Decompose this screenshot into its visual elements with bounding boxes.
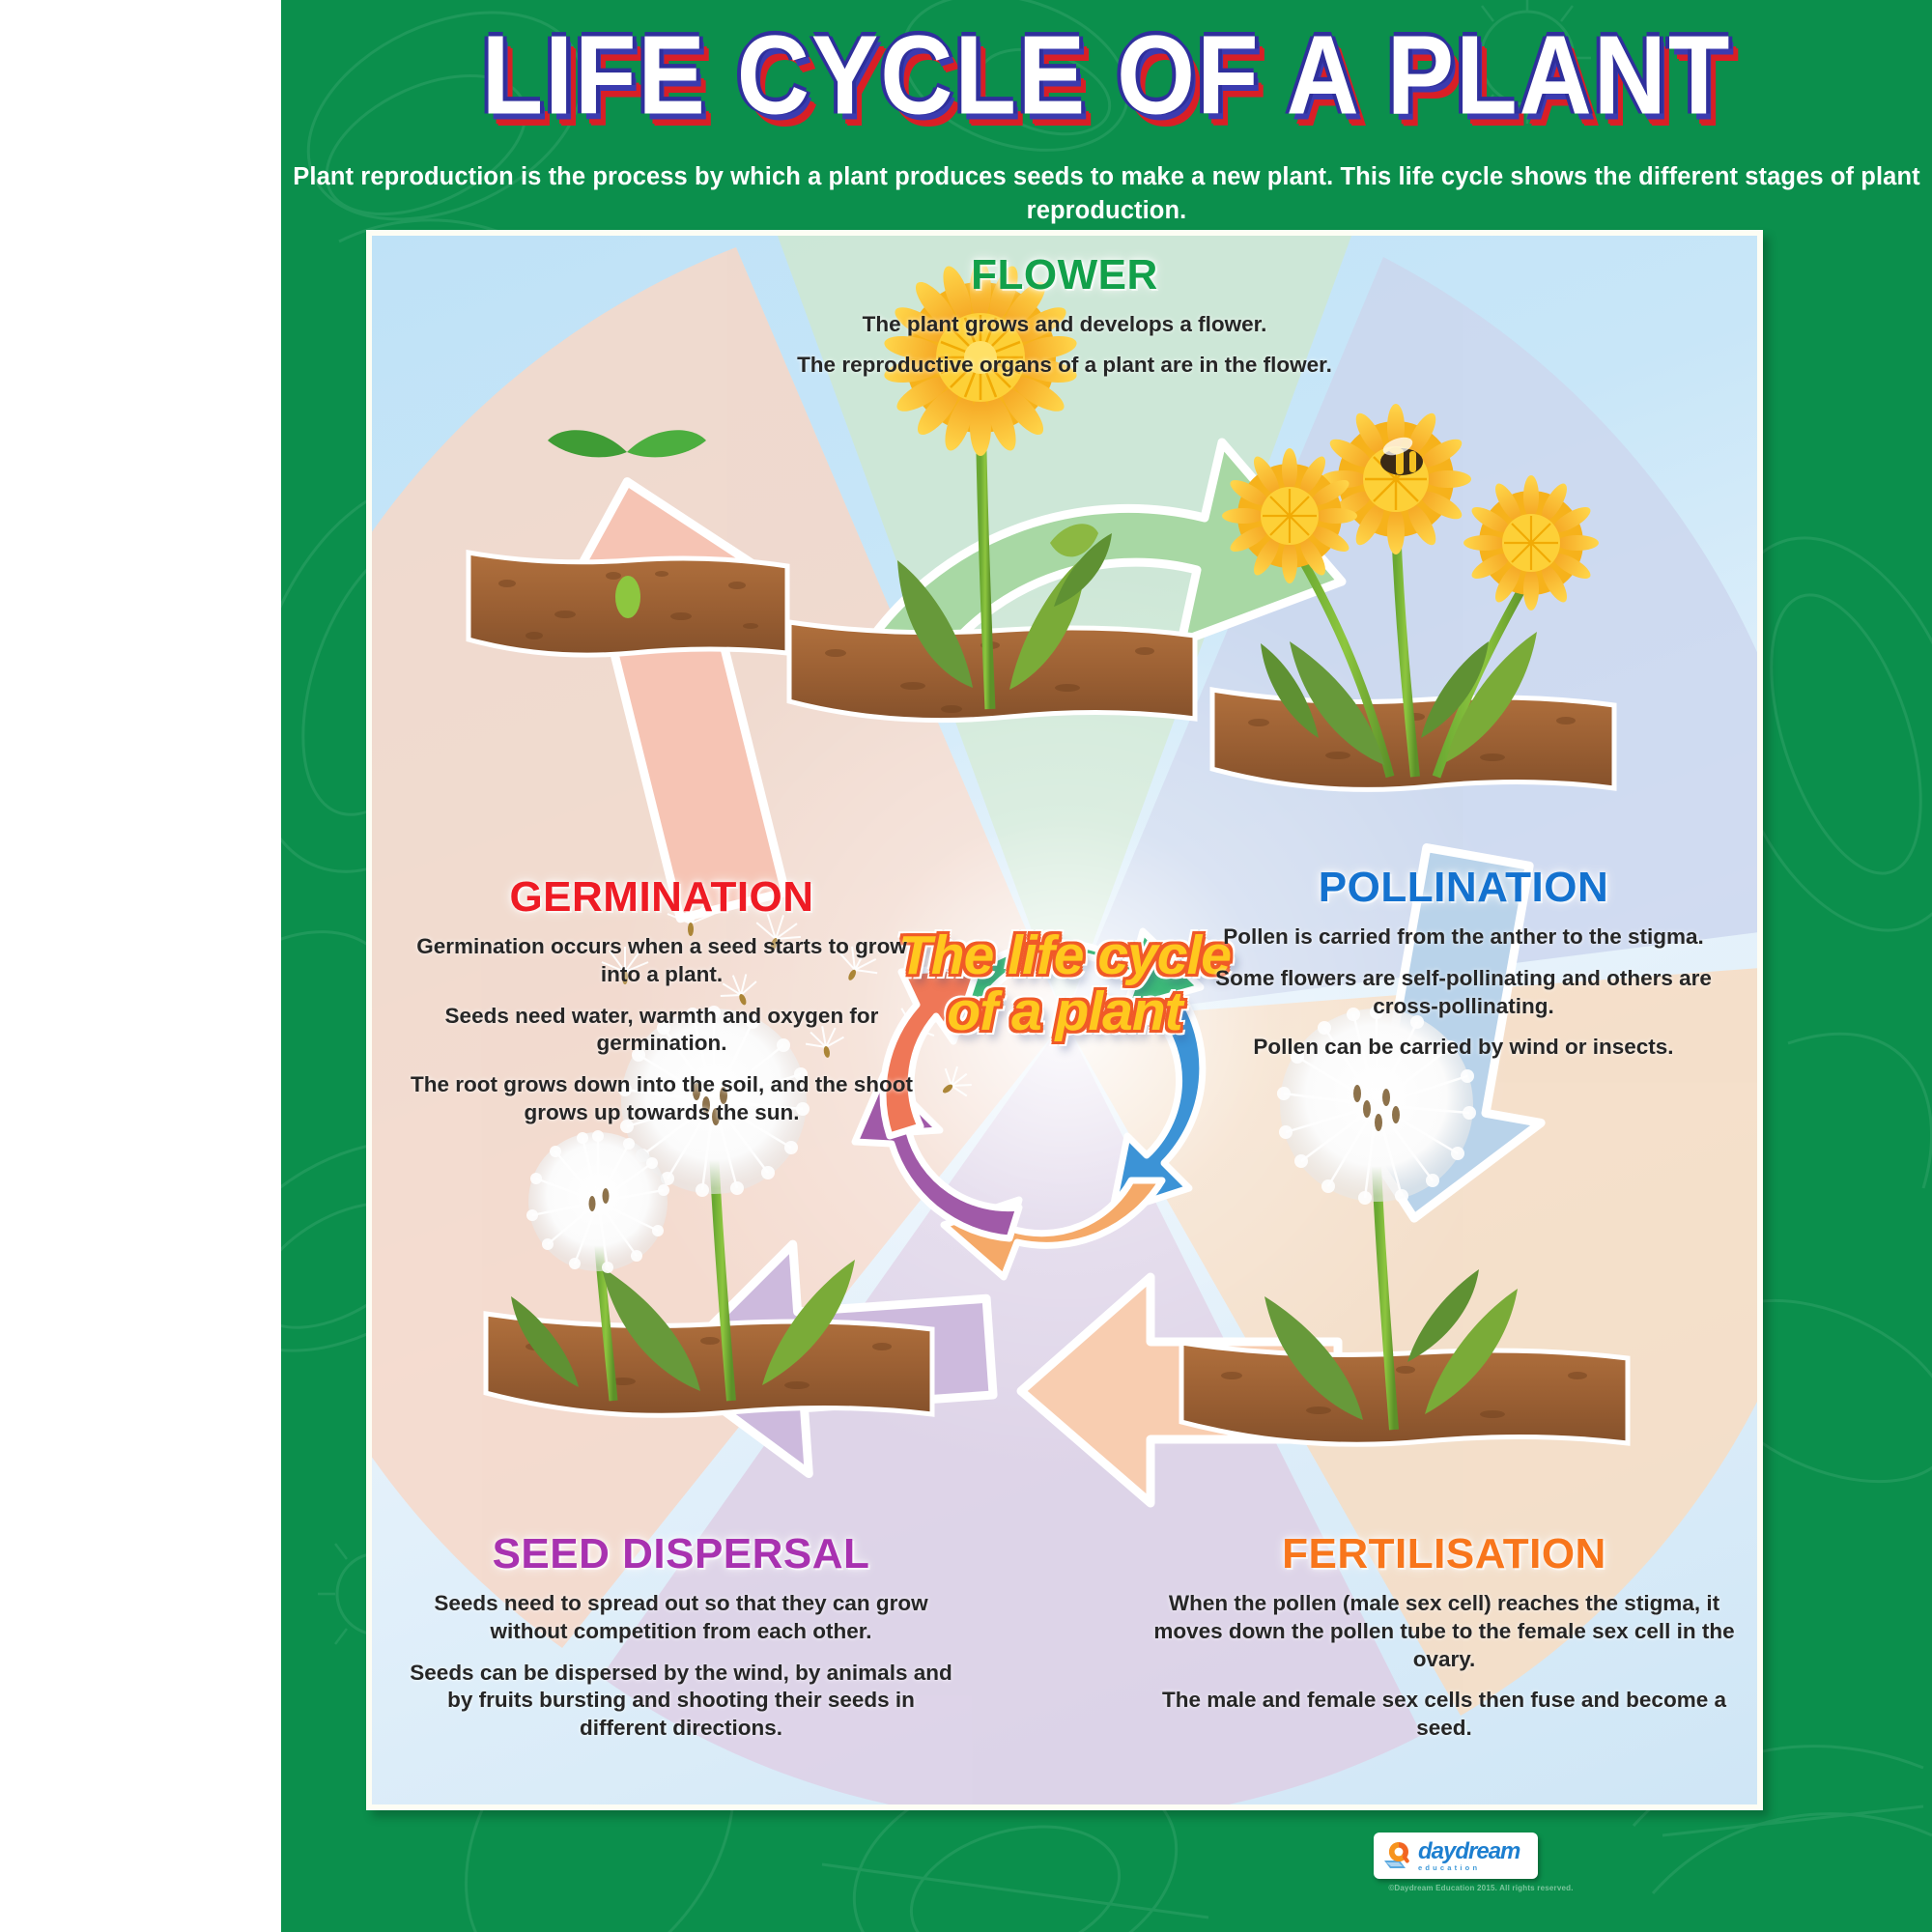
centre-label-line-2: of a plant: [947, 980, 1182, 1043]
germination-paragraph-1: Germination occurs when a seed starts to…: [416, 934, 907, 986]
seedhead-puff-large: [618, 1006, 810, 1197]
section-body-seed-dispersal: Seeds need to spread out so that they ca…: [401, 1590, 961, 1743]
seed-dispersal-paragraph-1: Seeds need to spread out so that they ca…: [434, 1591, 928, 1643]
section-heading-pollination: POLLINATION: [1318, 864, 1609, 911]
section-heading-seed-dispersal: SEED DISPERSAL: [492, 1530, 870, 1577]
poster-title-wrapper: LIFE CYCLE OF A PLANT: [281, 16, 1932, 135]
pollination-illustration: [1209, 404, 1617, 792]
section-heading-flower: FLOWER: [971, 251, 1158, 298]
flying-seeds: [601, 898, 972, 1097]
centre-label-line-1: The life cycle: [897, 924, 1232, 986]
bee-icon: [1380, 437, 1423, 475]
fertilisation-illustration: [1179, 1006, 1631, 1447]
flower-paragraph-2: The reproductive organs of a plant are i…: [797, 353, 1332, 378]
logo-brand-subtitle: education: [1418, 1862, 1481, 1872]
section-heading-fertilisation: FERTILISATION: [1282, 1530, 1606, 1577]
section-body-pollination: Pollen is carried from the anther to the…: [1193, 923, 1734, 1062]
seed-dispersal-paragraph-2: Seeds can be dispersed by the wind, by a…: [410, 1660, 952, 1741]
seedhead-puff-fertilisation: [1277, 1006, 1476, 1205]
germination-paragraph-2: Seeds need water, warmth and oxygen for …: [444, 1003, 879, 1056]
copyright-notice: ©Daydream Education 2015. All rights res…: [1388, 1884, 1574, 1892]
centre-cycle-arrows: [851, 927, 1207, 1281]
section-body-germination: Germination occurs when a seed starts to…: [411, 933, 913, 1127]
green-arrow-icon: [938, 927, 1205, 1024]
page-title: LIFE CYCLE OF A PLANT: [481, 13, 1732, 139]
germination-paragraph-3: The root grows down into the soil, and t…: [411, 1072, 913, 1124]
flower-illustration: [786, 261, 1198, 724]
plant-illustrations: [466, 261, 1631, 1447]
poster-subtitle: Plant reproduction is the process by whi…: [293, 163, 1920, 225]
orange-arrow-icon: [940, 1177, 1166, 1281]
fertilisation-paragraph-1: When the pollen (male sex cell) reaches …: [1153, 1591, 1735, 1671]
logo-swirl-icon: [1380, 1839, 1413, 1872]
diagram-panel-border: The life cycle of a plant FLOWER The pla…: [366, 230, 1763, 1810]
fertilisation-paragraph-2: The male and female sex cells then fuse …: [1162, 1688, 1726, 1741]
salmon-arrow-icon: [879, 962, 982, 1140]
logo-brand-name: daydream: [1418, 1837, 1520, 1864]
seed-dispersal-illustration: [483, 898, 972, 1418]
life-cycle-diagram-panel: The life cycle of a plant FLOWER The pla…: [372, 236, 1757, 1804]
section-body-fertilisation: When the pollen (male sex cell) reaches …: [1145, 1590, 1744, 1743]
section-body-flower: The plant grows and develops a flower. T…: [630, 311, 1499, 379]
logo-text-block: daydream education: [1418, 1837, 1520, 1872]
pollination-paragraph-1: Pollen is carried from the anther to the…: [1223, 924, 1704, 949]
seedhead-puff-small: [526, 1130, 669, 1273]
flower-paragraph-1: The plant grows and develops a flower.: [862, 312, 1267, 336]
germination-illustration: [466, 430, 790, 658]
pollination-paragraph-3: Pollen can be carried by wind or insects…: [1253, 1035, 1674, 1060]
section-heading-germination: GERMINATION: [509, 873, 814, 921]
centre-cycle-label: The life cycle of a plant: [789, 927, 1340, 1039]
daydream-education-logo[interactable]: daydream education: [1374, 1833, 1538, 1879]
pollination-paragraph-2: Some flowers are self-pollinating and ot…: [1215, 965, 1712, 1018]
poster-background: LIFE CYCLE OF A PLANT Plant reproduction…: [281, 0, 1932, 1932]
